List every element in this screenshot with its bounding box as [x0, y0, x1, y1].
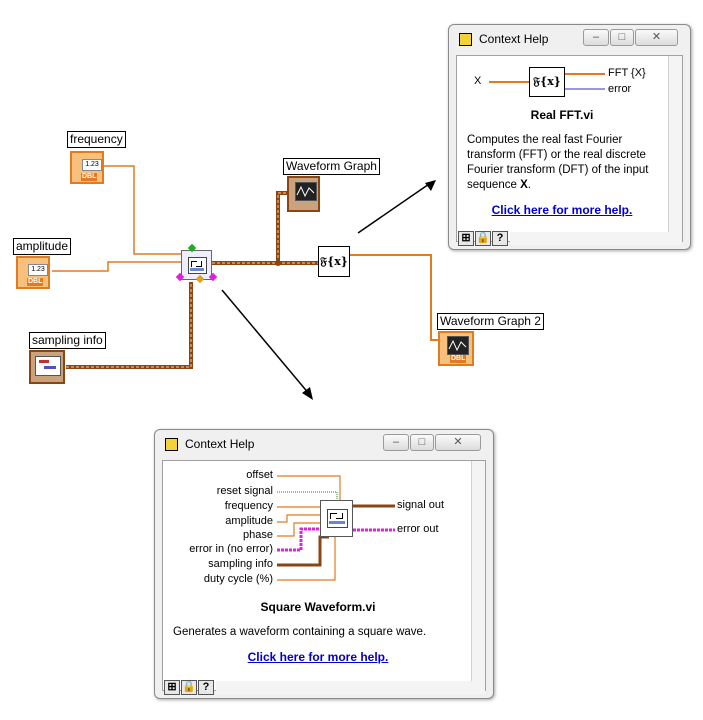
numeric-glyph: 1.23 [82, 159, 102, 171]
input-offset-label: offset [246, 469, 273, 481]
horizontal-scrollbar[interactable] [216, 681, 485, 694]
square-waveform-node[interactable] [181, 250, 212, 280]
wire-frequency[interactable] [104, 165, 182, 255]
more-help-link[interactable]: Click here for more help. [491, 203, 633, 217]
vi-name: Real FFT.vi [530, 108, 594, 122]
numeric-glyph: 1.23 [28, 264, 48, 276]
arrow-to-square-help [221, 289, 311, 396]
frequency-control[interactable]: 1.23 DBL [70, 151, 104, 184]
wire-sampling-info[interactable] [66, 282, 193, 369]
output-error-label: error [608, 83, 632, 95]
title-bar[interactable]: Context Help – □ ✕ [155, 430, 493, 458]
minimize-button[interactable]: – [583, 29, 609, 46]
square-connector-pane-wires [277, 475, 395, 581]
input-error-in-label: error in (no error) [189, 543, 273, 555]
wire-fft-out[interactable] [350, 254, 440, 341]
vertical-scrollbar[interactable] [471, 461, 485, 690]
input-frequency-label: frequency [224, 500, 273, 512]
lock-button[interactable]: 🔒 [181, 680, 197, 695]
horizontal-scrollbar[interactable] [510, 232, 682, 245]
maximize-button[interactable]: □ [410, 434, 434, 451]
dbl-tag: DBL [81, 173, 98, 181]
context-help-window-fft[interactable]: Context Help – □ ✕ X 𝔉{x} FFT {X} error … [448, 24, 691, 250]
vi-name: Square Waveform.vi [260, 600, 376, 614]
input-x-label: X [474, 75, 482, 87]
context-help-window-square[interactable]: Context Help – □ ✕ offset reset signal f… [154, 429, 494, 699]
vi-description: Generates a waveform containing a square… [173, 626, 427, 638]
graph-icon [447, 336, 469, 355]
maximize-button[interactable]: □ [610, 29, 634, 46]
lock-button[interactable]: 🔒 [475, 231, 491, 246]
dbl-tag: DBL [27, 278, 44, 286]
output-error-out-label: error out [397, 523, 439, 535]
sampling-info-control[interactable] [29, 350, 65, 384]
detailed-help-button[interactable]: ? [198, 680, 214, 695]
vi-description: Computes the real fast Fourier transform… [467, 134, 649, 191]
label-waveform-graph-2: Waveform Graph 2 [437, 313, 544, 330]
wire-amplitude[interactable] [52, 261, 182, 272]
fft-connector-pane-wires [489, 73, 605, 90]
fft-icon: 𝔉{x} [529, 67, 565, 97]
minimize-button[interactable]: – [383, 434, 409, 451]
detailed-help-button[interactable]: ? [492, 231, 508, 246]
close-button[interactable]: ✕ [435, 434, 481, 451]
label-frequency: frequency [67, 131, 126, 148]
square-waveform-icon [320, 500, 353, 537]
output-fft-label: FFT {X} [608, 67, 646, 79]
waveform-graph-indicator[interactable] [287, 176, 320, 212]
show-optional-terminals-button[interactable]: ⊞ [458, 231, 474, 246]
cluster-icon [35, 356, 61, 376]
more-help-link[interactable]: Click here for more help. [247, 650, 389, 664]
window-title: Context Help [185, 437, 255, 451]
input-duty-cycle-label: duty cycle (%) [203, 573, 273, 585]
input-reset-signal-label: reset signal [216, 485, 273, 497]
dbl-tag: DBL [450, 355, 467, 363]
output-signal-out-label: signal out [397, 499, 445, 511]
vertical-scrollbar[interactable] [668, 56, 682, 241]
label-waveform-graph: Waveform Graph [283, 158, 380, 175]
real-fft-node[interactable]: 𝔉{x} [318, 246, 350, 277]
help-pane: offset reset signal frequency amplitude … [162, 460, 486, 691]
window-title: Context Help [479, 32, 549, 46]
label-sampling-info: sampling info [29, 332, 106, 349]
help-pane: X 𝔉{x} FFT {X} error Real FFT.vi Compute… [456, 55, 683, 242]
input-sampling-info-label: sampling info [208, 558, 273, 570]
labview-icon [459, 33, 472, 46]
label-amplitude: amplitude [13, 238, 72, 255]
title-bar[interactable]: Context Help – □ ✕ [449, 25, 690, 53]
labview-icon [165, 438, 178, 451]
show-optional-terminals-button[interactable]: ⊞ [164, 680, 180, 695]
input-phase-label: phase [243, 529, 273, 541]
input-amplitude-label: amplitude [225, 515, 273, 527]
waveform-graph-2-indicator[interactable]: DBL [438, 331, 474, 366]
close-button[interactable]: ✕ [635, 29, 678, 46]
amplitude-control[interactable]: 1.23 DBL [16, 256, 50, 289]
square-wave-icon [188, 257, 207, 274]
arrow-to-fft-help [357, 181, 433, 234]
graph-icon [295, 182, 317, 201]
